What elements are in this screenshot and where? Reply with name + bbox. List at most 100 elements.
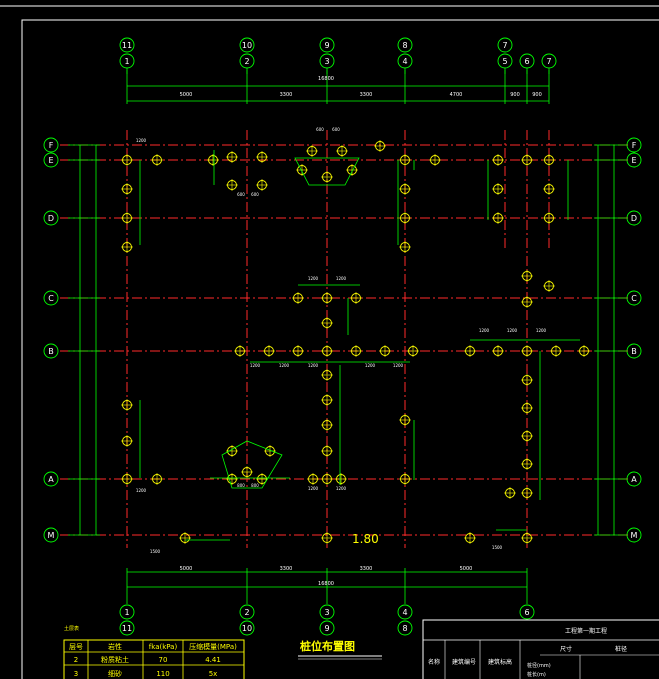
title-block-border [422,619,659,679]
axis-bubble-bottom-lower [319,620,335,636]
spacing-label: 1200 [308,276,319,281]
axis-bubble-bottom-upper [519,604,535,620]
axis-bubble-right [626,210,642,226]
axis-bubble-bottom-lower [239,620,255,636]
tb-label: 名称 [428,658,440,666]
drawing-title: 桩位布置图 [300,639,355,653]
bottom-seg-1: 5000 [180,566,193,572]
bottom-dimension-text: 5000 3300 3300 5000 16800 [180,566,473,587]
spacing-label: 1200 [250,363,261,368]
soil-cell: 110 [156,670,169,678]
tb-subrow: 桩径(mm) [527,662,551,669]
tb-label: 建筑编号 [452,658,476,666]
axis-bubble-bottom-lower-label: 8 [402,624,407,633]
soil-cell: 70 [159,656,168,664]
spacing-label: 1500 [150,549,161,554]
axis-bubble-left-label: M [48,531,55,540]
axis-bubble-right [626,343,642,359]
axis-bubble-bottom-lower-label: 10 [242,624,252,633]
soil-table-border [63,639,245,679]
axis-bubble-bottom-lower-label: 9 [324,624,329,633]
spacing-label: 1200 [279,363,290,368]
axis-bubble-top-upper [119,37,135,53]
axis-bubble-right-label: F [632,141,637,150]
tb-project: 工程第一期工程 [565,627,607,635]
spacing-labels: 1200 600 600 1200 1200 1200 1200 1200 12… [136,127,547,554]
soil-header: 岩性 [108,642,122,651]
axis-bubble-bottom-lower [119,620,135,636]
axis-bubble-left-label: A [48,475,54,484]
spacing-label: 600 [332,127,340,132]
axis-bubble-bottom-upper [319,604,335,620]
spacing-label: 1200 [536,328,547,333]
axis-bubble-right-label: M [631,531,638,540]
axis-bubble-left [43,527,59,543]
axis-bubble-top-upper-label: 8 [402,41,407,50]
axis-bubble-left-label: E [48,156,53,165]
axis-bubble-right [626,152,642,168]
axis-bubble-right-label: C [631,294,637,303]
soil-cell: 细砂 [108,669,122,678]
soil-header: 层号 [69,643,83,651]
soil-table: 土层表 层号 岩性 fka(kPa) 压缩模量(MPa) 2 粉质粘土 70 4… [63,625,245,679]
soil-header: 压缩模量(MPa) [189,642,237,651]
axis-bubble-left [43,137,59,153]
axis-bubble-left-label: F [49,141,54,150]
axis-bubble-left-label: B [48,347,54,356]
axis-bubble-top-upper [239,37,255,53]
axis-bubble-top-lower-label: 4 [402,57,407,66]
spacing-label: 1200 [308,486,319,491]
axis-bubble-bottom-upper-label: 3 [324,608,329,617]
axis-bubble-top-lower-label: 6 [524,57,529,66]
axis-bubble-bottom-upper-label: 2 [244,608,249,617]
spacing-label: 1200 [136,488,147,493]
top-seg-5: 900 [510,92,520,98]
axis-bubble-top-upper-label: 11 [122,41,132,50]
axis-bubble-left [43,152,59,168]
spacing-label: 1200 [507,328,518,333]
axis-bubble-right [626,137,642,153]
axis-bubble-bottom-lower [397,620,413,636]
spacing-label: 600 [316,127,324,132]
spacing-label: 800 [237,483,245,488]
axis-bubble-top-upper-label: 7 [502,41,507,50]
soil-cell: 5x [209,670,218,678]
spacing-label: 800 [251,483,259,488]
axis-bubble-bottom-upper [119,604,135,620]
axis-bubble-left [43,471,59,487]
spacing-label: 1200 [336,486,347,491]
spacing-label: 1200 [308,363,319,368]
axis-bubble-left [43,290,59,306]
axis-bubble-bottom-upper [239,604,255,620]
axis-bubble-right [626,527,642,543]
top-seg-3: 3300 [360,92,373,98]
axis-bubble-top-upper-label: 10 [242,41,252,50]
axis-bubble-right-label: A [631,475,637,484]
axis-bubble-right [626,290,642,306]
top-seg-2: 3300 [280,92,293,98]
top-seg-1: 5000 [180,92,193,98]
drawing-frame [21,19,659,679]
spacing-label: 600 [251,192,259,197]
spacing-label: 1200 [136,138,147,143]
bottom-seg-3: 3300 [360,566,373,572]
top-total-dim: 16800 [318,76,334,82]
axis-bubble-bottom-upper-label: 6 [524,608,529,617]
axis-bubble-right-label: B [631,347,637,356]
axis-bubble-bottom-lower-label: 11 [122,624,132,633]
axis-bubble-top-lower-label: 5 [502,57,507,66]
axis-bubble-left-label: C [48,294,54,303]
pile-markers [121,140,590,544]
axis-bubble-top-lower-label: 2 [244,57,249,66]
soil-table-title: 土层表 [64,625,79,632]
axis-bubble-bottom-upper-label: 1 [124,608,129,617]
top-seg-4: 4700 [450,92,463,98]
soil-cell: 2 [74,656,78,664]
axis-bubble-top-upper [397,37,413,53]
tb-subrow: 桩长(m) [527,671,546,678]
axis-bubble-right-label: E [631,156,636,165]
spacing-label: 1200 [336,276,347,281]
bottom-seg-4: 5000 [460,566,473,572]
